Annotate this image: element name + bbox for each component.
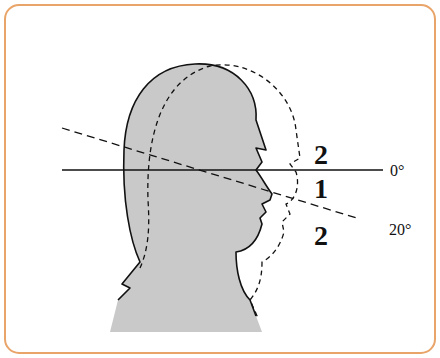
angle-label: 0°: [390, 163, 404, 179]
callout-number: 2: [306, 141, 336, 169]
callout-number: 2: [306, 222, 336, 250]
frame-border: [5, 5, 435, 353]
head-outline: [118, 64, 272, 316]
horizontal-line: [62, 169, 383, 170]
tilted-line: [62, 128, 360, 219]
tilted-head-outline: [140, 65, 300, 318]
angle-label: 20°: [389, 222, 411, 238]
head-silhouette: [110, 64, 272, 332]
callout-number: 1: [306, 175, 336, 203]
